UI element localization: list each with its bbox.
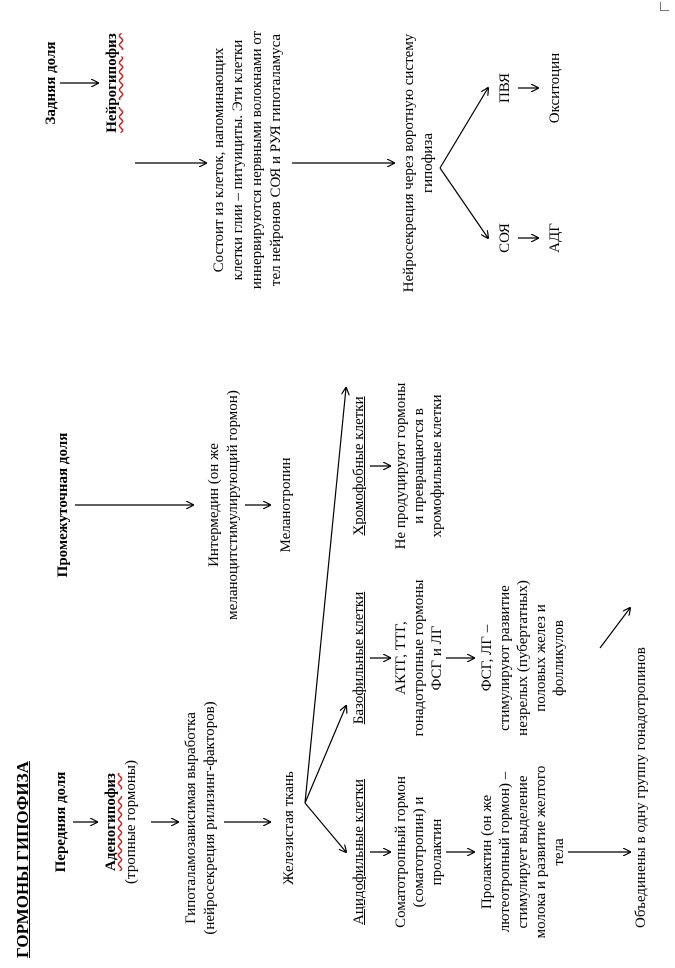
prolactin-line-5: тела	[551, 838, 567, 866]
basophil-hormones-line-1: АКТГ, ТТГ,	[393, 621, 409, 695]
adenohypophysis-label: Аденогипофиз	[103, 773, 119, 871]
chromophobe-note-line-1: Не продуцируют гормоны	[393, 382, 409, 550]
neurohypophysis-label: Нейрогипофиз	[104, 33, 120, 133]
basophil-hormones-line-3: ФСГ и ЛГ	[429, 625, 445, 691]
arrow-neurosecretion-to-pvya	[439, 88, 488, 169]
anterior-lobe-label: Передняя доля	[53, 771, 69, 873]
gonadotropins-group-note: Объединены в одну группу гонадотропинов	[633, 647, 649, 928]
structure-line-3: иннервируются нервными волокнами от	[249, 30, 265, 290]
pvya-nucleus-label: ПВЯ	[497, 72, 513, 104]
adh-hormone-label: АДГ	[547, 223, 563, 253]
prolactin-line-3: стимулирует выделение	[515, 775, 531, 929]
prolactin-line-4: молока и развитие желтого	[533, 765, 549, 939]
arrow-tissue-to-chromophobe	[304, 388, 346, 804]
neurosecretion-line-2: гипофиза	[420, 132, 436, 194]
acidophil-hormones-line-2: (соматотропин) и	[411, 796, 427, 908]
regulation-line-1: Гипоталамозависимая выработка	[183, 712, 199, 924]
fsh-lh-line-3: незрелых (пубертатных)	[515, 580, 531, 736]
arrow-fsh-lh-to-group	[599, 608, 630, 649]
arrow-neurosecretion-to-soya	[439, 167, 488, 238]
fsh-lh-line-1: ФСГ, ЛГ –	[479, 624, 495, 692]
acidophil-hormones-line-1: Соматотропный гормон	[393, 776, 409, 928]
acidophil-hormones-line-3: пролактин	[429, 818, 445, 886]
acidophil-cells-label: Ацидофильные клетки	[351, 779, 367, 925]
fsh-lh-line-5: фолликулов	[551, 619, 567, 697]
soya-nucleus-label: СОЯ	[497, 223, 513, 253]
basophil-cells-label: Базофильные клетки	[351, 591, 367, 725]
arrow-tissue-to-acidophil	[304, 802, 346, 852]
page-corner-mark	[660, 2, 669, 11]
neurosecretion-line-1: Нейросекреция через воротную систему	[401, 33, 417, 293]
fsh-lh-line-4: половых желез и	[533, 604, 549, 712]
intermedin-line-2: меланоцитстимулирующий гормон)	[225, 390, 241, 620]
posterior-lobe-label: Задняя доля	[43, 41, 59, 125]
page-title: ГОРМОНЫ ГИПОФИЗА	[13, 761, 32, 958]
adenohypophysis-note: (тропные гормоны)	[123, 760, 139, 884]
basophil-hormones-line-2: гонадотропные гормоны	[411, 579, 427, 737]
oxytocin-hormone-label: Окситоцин	[547, 52, 563, 124]
structure-line-2: клетки глии – питуициты. Эти клетки	[230, 39, 246, 281]
prolactin-line-2: лютеотропный гормон) –	[497, 771, 513, 933]
chromophobe-note-line-3: хромофильные клетки	[429, 394, 445, 538]
arrow-tissue-to-basophil	[304, 706, 346, 804]
intermedin-line-1: Интермедин (он же	[206, 443, 222, 567]
fsh-lh-line-2: стимулируют развитие	[497, 585, 513, 731]
glandular-tissue-label: Железистая ткань	[281, 771, 297, 885]
intermediate-lobe-label: Промежуточная доля	[55, 432, 71, 578]
prolactin-line-1: Пролактин (он же	[479, 794, 495, 910]
regulation-line-2: (нейросекреция рилизинг-факторов)	[202, 701, 218, 935]
melanotropin-label: Меланотропин	[278, 457, 294, 553]
structure-line-4: тел нейронов СОЯ и РУЯ гипоталамуса	[268, 33, 284, 287]
structure-line-1: Состоит из клеток, напоминающих	[211, 47, 227, 273]
chromophobe-note-line-2: и превращаются в	[411, 408, 427, 524]
chromophobe-cells-label: Хромофобные клетки	[351, 396, 367, 536]
